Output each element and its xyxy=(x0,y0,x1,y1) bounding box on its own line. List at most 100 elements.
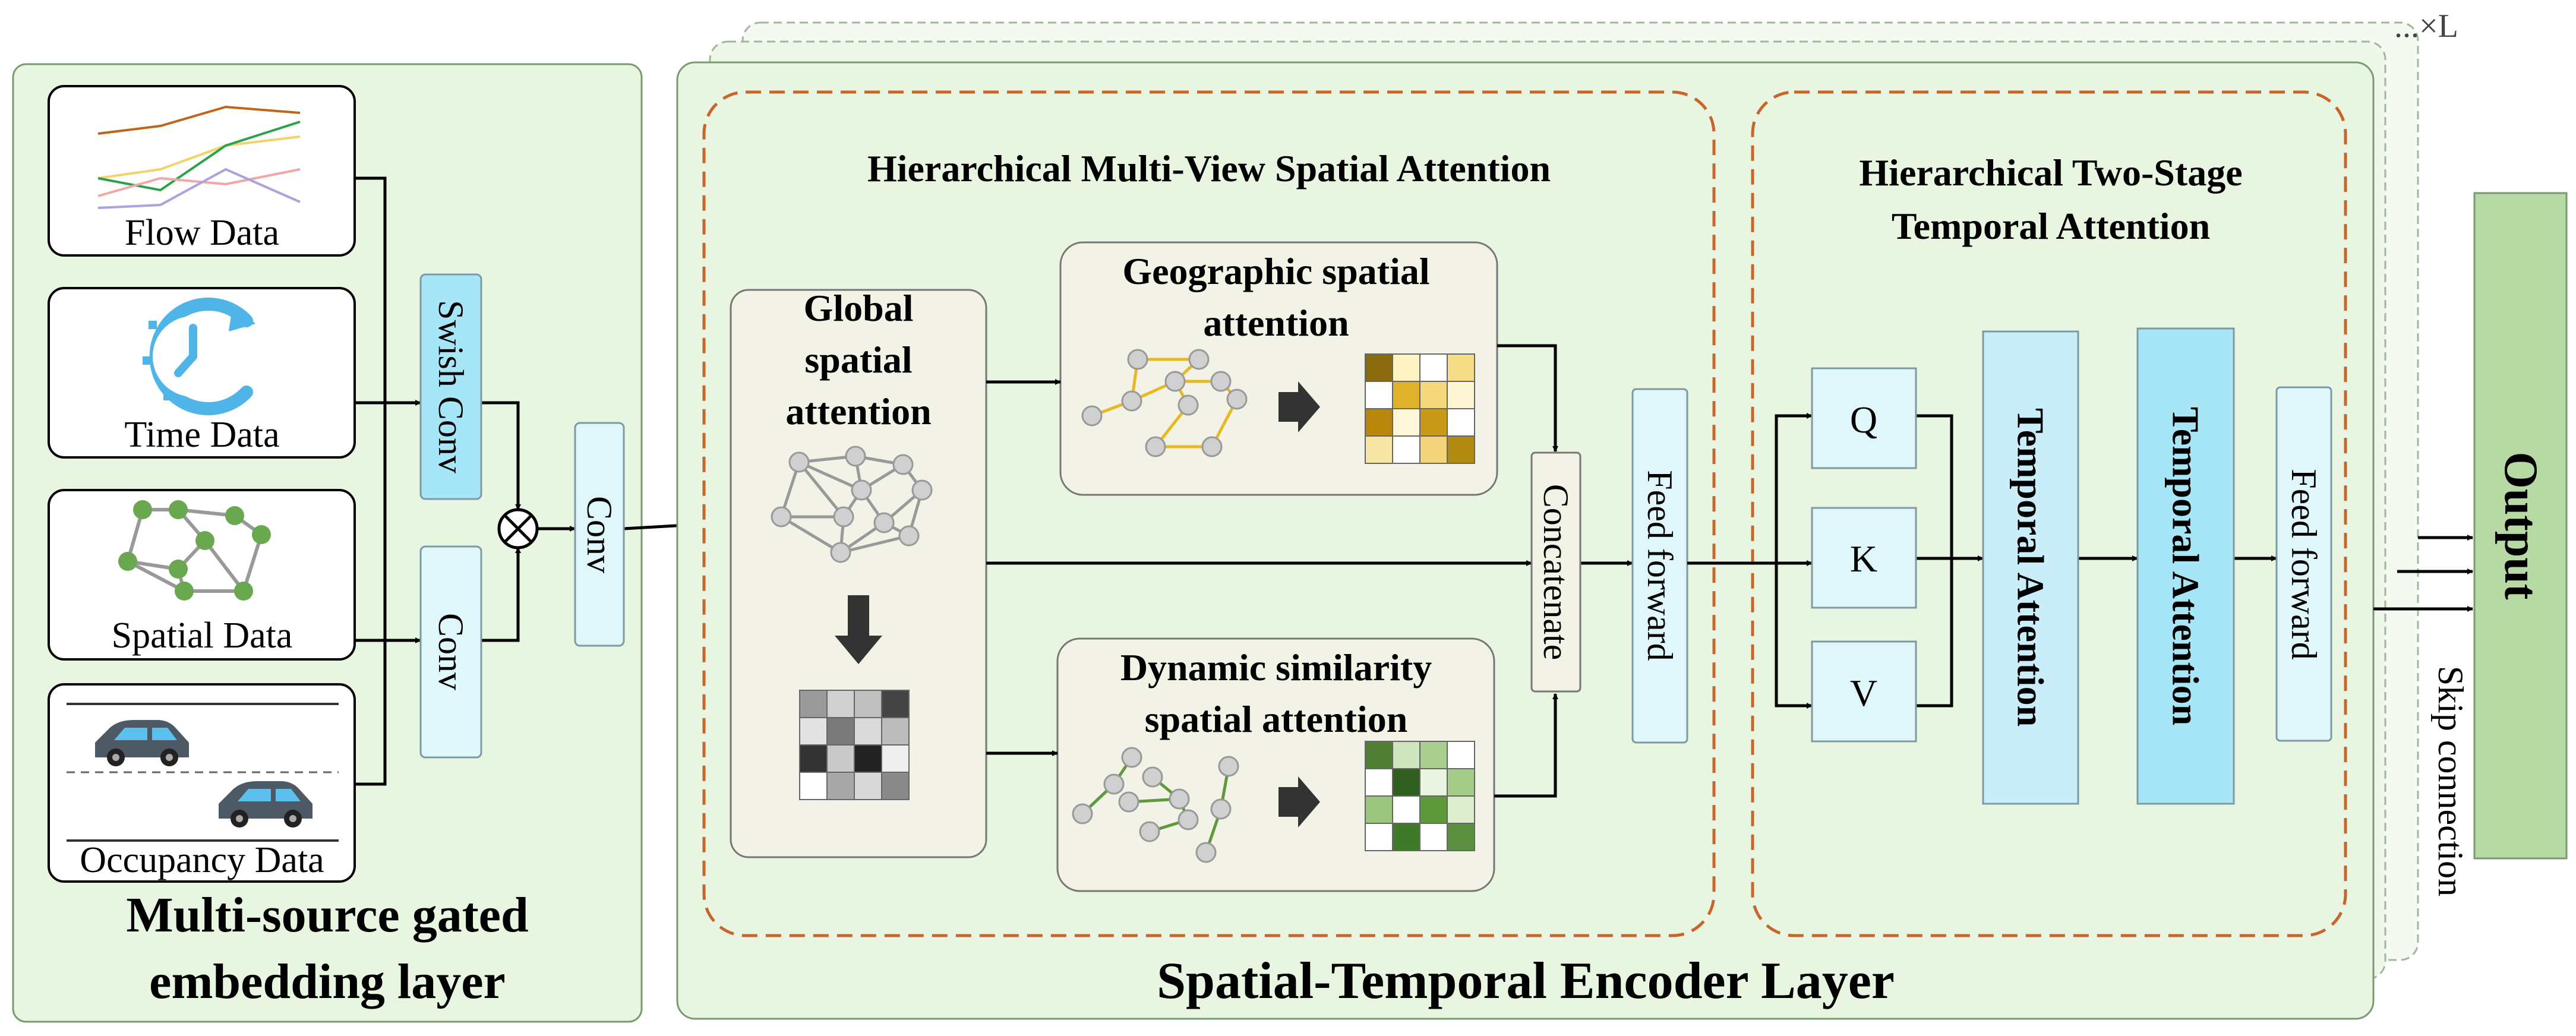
down-arrow-icon xyxy=(835,595,882,664)
car-icon xyxy=(219,781,312,827)
k-block: K xyxy=(1811,507,1917,609)
global-spatial-attention-block: Global spatial attention xyxy=(730,287,987,858)
spatial-attention-region xyxy=(702,90,1716,937)
matrix-cell xyxy=(1365,741,1393,769)
matrix-cell xyxy=(1447,823,1475,851)
matrix-cell xyxy=(854,690,882,718)
k-label: K xyxy=(1850,538,1877,580)
temporal-attention-1-label: Temporal Attention xyxy=(2010,408,2052,727)
conv-merge-label: Conv xyxy=(580,496,619,573)
temporal-attention-block-2: Temporal Attention xyxy=(2136,327,2235,805)
temporal-attention-region xyxy=(1751,90,2347,937)
multiply-operator xyxy=(497,508,539,549)
q-label: Q xyxy=(1850,399,1877,441)
matrix-cell xyxy=(1447,353,1475,382)
matrix-cell xyxy=(1419,408,1448,437)
swish-conv-label: Swish Conv xyxy=(431,300,471,473)
concatenate-block: Concatenate xyxy=(1530,451,1581,693)
matrix-cell xyxy=(1392,741,1420,769)
car-icon xyxy=(95,720,189,766)
q-block: Q xyxy=(1811,367,1917,469)
matrix-cell xyxy=(1392,381,1420,409)
matrix-cell xyxy=(1365,435,1393,464)
skip-connection-label: Skip connection xyxy=(2431,666,2470,896)
full-graph-icon xyxy=(771,446,933,563)
matrix-cell xyxy=(1392,408,1420,437)
temporal-attention-block-1: Temporal Attention xyxy=(1982,330,2079,805)
feed-forward-1-label: Feed forward xyxy=(1640,470,1680,661)
matrix-cell xyxy=(1447,795,1475,824)
line-chart-icon xyxy=(97,105,301,209)
matrix-cell xyxy=(799,744,828,773)
matrix-cell xyxy=(1392,823,1420,851)
gray-attention-matrix xyxy=(799,690,910,800)
matrix-cell xyxy=(826,744,855,773)
swish-conv-block: Swish Conv xyxy=(419,273,482,500)
matrix-cell xyxy=(826,690,855,718)
matrix-cell xyxy=(1419,741,1448,769)
matrix-cell xyxy=(826,717,855,746)
matrix-cell xyxy=(881,690,910,718)
matrix-cell xyxy=(1447,408,1475,437)
dynamic-attention-matrix xyxy=(1365,741,1475,851)
spatial-connectors xyxy=(986,344,1633,798)
flow-data-label: Flow Data xyxy=(125,213,279,253)
dyn-line1: Dynamic similarity xyxy=(1120,646,1432,688)
conv-lower-label: Conv xyxy=(431,613,471,690)
matrix-cell xyxy=(826,772,855,800)
matrix-cell xyxy=(1419,795,1448,824)
global-line3: attention xyxy=(785,390,931,432)
global-line1: Global xyxy=(804,287,914,329)
right-arrow-icon xyxy=(1278,381,1320,432)
geographic-attention-matrix xyxy=(1365,353,1475,464)
feed-forward-2-label: Feed forward xyxy=(2284,469,2324,660)
matrix-cell xyxy=(1419,353,1448,382)
matrix-cell xyxy=(1447,741,1475,769)
v-label: V xyxy=(1850,672,1877,714)
feed-forward-block-2: Feed forward xyxy=(2275,386,2332,742)
output-label: Output xyxy=(2495,452,2547,600)
matrix-cell xyxy=(799,717,828,746)
similarity-graph-icon xyxy=(1072,747,1239,863)
spatial-attention-title: Hierarchical Multi-View Spatial Attentio… xyxy=(867,147,1551,189)
conv-merge-block: Conv xyxy=(574,422,625,647)
time-data-label: Time Data xyxy=(124,415,279,455)
geo-line2: attention xyxy=(1203,302,1349,344)
matrix-cell xyxy=(1392,353,1420,382)
matrix-cell xyxy=(1419,768,1448,797)
matrix-cell xyxy=(1365,768,1393,797)
matrix-cell xyxy=(881,717,910,746)
matrix-cell xyxy=(1365,823,1393,851)
matrix-cell xyxy=(881,772,910,800)
matrix-cell xyxy=(854,772,882,800)
matrix-cell xyxy=(1392,768,1420,797)
matrix-cell xyxy=(1447,768,1475,797)
occupancy-data-label: Occupancy Data xyxy=(80,840,324,880)
matrix-cell xyxy=(1392,795,1420,824)
v-block: V xyxy=(1811,640,1917,743)
matrix-cell xyxy=(1365,381,1393,409)
temporal-title-line2: Temporal Attention xyxy=(1892,205,2210,247)
input-time-data: Time Data xyxy=(48,287,356,459)
feed-forward-block-1: Feed forward xyxy=(1631,388,1688,744)
global-line2: spatial xyxy=(804,339,912,381)
input-spatial-data: Spatial Data xyxy=(48,489,356,661)
graph-icon xyxy=(118,500,271,601)
conv-lower-block: Conv xyxy=(419,545,482,759)
clock-icon xyxy=(143,298,255,415)
repeat-label: ...×L xyxy=(2394,8,2458,45)
embedding-title-line1: Multi-source gated xyxy=(126,887,528,943)
input-occupancy-data: Occupancy Data xyxy=(48,683,356,883)
matrix-cell xyxy=(1365,353,1393,382)
matrix-cell xyxy=(1392,435,1420,464)
matrix-cell xyxy=(854,744,882,773)
matrix-cell xyxy=(799,772,828,800)
concatenate-label: Concatenate xyxy=(1536,484,1576,661)
input-flow-data: Flow Data xyxy=(48,85,356,257)
geo-line1: Geographic spatial xyxy=(1122,250,1429,292)
road-cars-icon xyxy=(67,703,339,842)
right-arrow-icon xyxy=(1278,776,1320,827)
matrix-cell xyxy=(1419,823,1448,851)
output-connectors xyxy=(2373,535,2473,612)
